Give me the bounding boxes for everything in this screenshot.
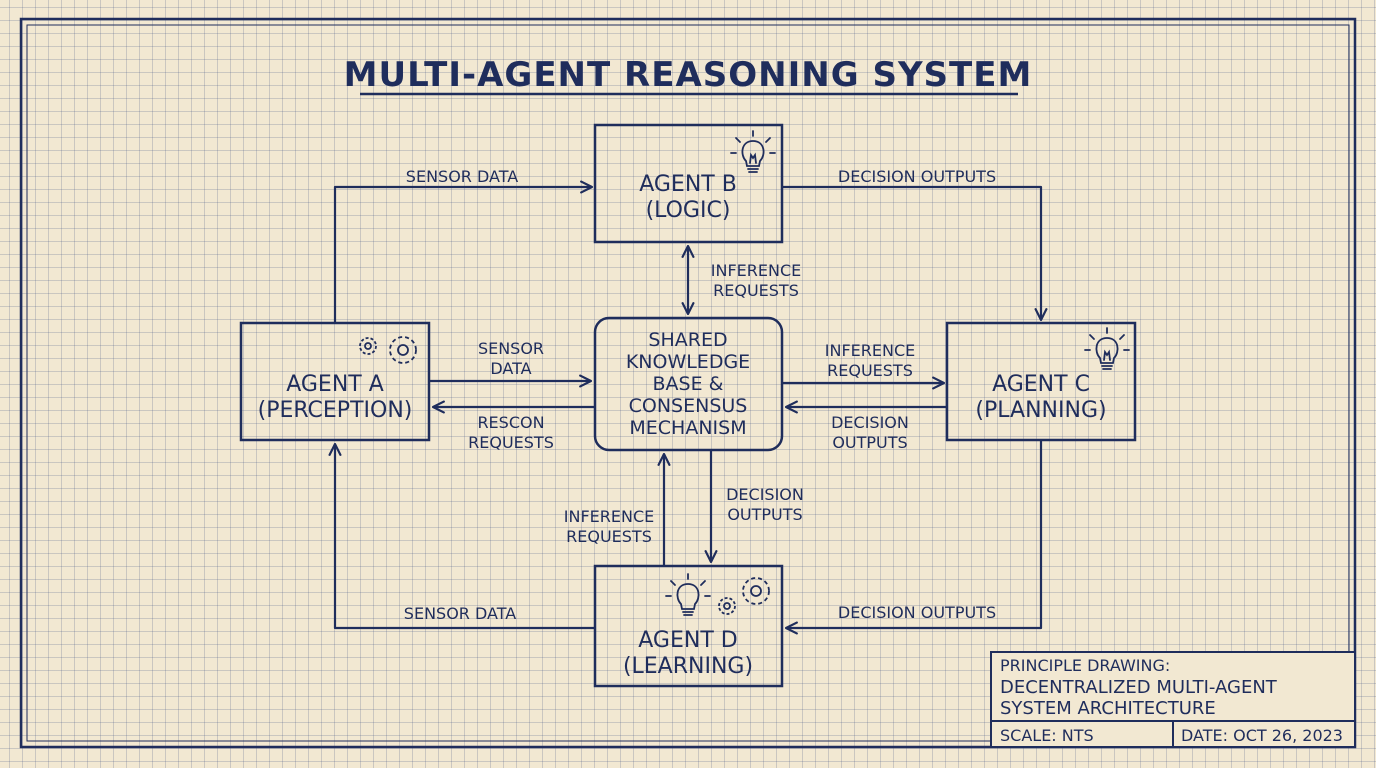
agent-a-box: AGENT A (PERCEPTION) (239, 321, 431, 442)
label-c-to-core-1: DECISION (831, 413, 909, 432)
agent-d-name: AGENT D (638, 628, 737, 653)
label-d-to-core-1: INFERENCE (564, 507, 654, 526)
agent-c-role: (PLANNING) (975, 398, 1106, 423)
edge-a-to-b (333, 180, 594, 323)
label-c-to-core-2: OUTPUTS (832, 433, 907, 452)
lightbulb-icon (665, 573, 711, 616)
title-block-scale: SCALE: NTS (1000, 726, 1094, 745)
core-line-4: CONSENSUS (629, 395, 748, 417)
gears-icon (359, 336, 417, 364)
agent-d-role: (LEARNING) (623, 654, 753, 679)
label-core-to-a-1: RESCON (477, 413, 544, 432)
edge-c-to-d (784, 440, 1043, 635)
core-line-3: BASE & (653, 373, 724, 395)
label-b-core-1: INFERENCE (711, 261, 801, 280)
title-block-date: DATE: OCT 26, 2023 (1181, 726, 1343, 745)
core-line-5: MECHANISM (629, 417, 746, 439)
label-d-to-core-2: REQUESTS (566, 527, 652, 546)
edge-d-to-a (328, 442, 595, 630)
title-block-heading: PRINCIPLE DRAWING: (1000, 656, 1170, 675)
inner-border (26, 24, 1350, 742)
label-d-to-a: SENSOR DATA (404, 604, 516, 623)
agent-b-name: AGENT B (639, 172, 737, 197)
agent-b-box: AGENT B (LOGIC) (593, 123, 784, 244)
agent-c-name: AGENT C (992, 372, 1090, 397)
label-core-to-c-2: REQUESTS (827, 361, 913, 380)
gears-icon (718, 577, 770, 615)
label-core-to-a-2: REQUESTS (468, 433, 554, 452)
edge-b-to-c (782, 185, 1048, 322)
lightbulb-icon (1084, 327, 1130, 370)
label-core-to-d-1: DECISION (726, 485, 804, 504)
agent-d-box: AGENT D (LEARNING) (593, 564, 784, 688)
core-line-2: KNOWLEDGE (626, 351, 750, 373)
agent-a-name: AGENT A (286, 372, 384, 397)
label-a-to-core-1: SENSOR (478, 339, 544, 358)
outer-border (19, 17, 1357, 749)
title-block: PRINCIPLE DRAWING: DECENTRALIZED MULTI-A… (990, 651, 1356, 748)
agent-b-role: (LOGIC) (646, 198, 731, 223)
label-core-to-c-1: INFERENCE (825, 341, 915, 360)
lightbulb-icon (730, 130, 776, 173)
label-a-to-b: SENSOR DATA (406, 167, 518, 186)
agent-a-role: (PERCEPTION) (258, 398, 413, 423)
diagram-title: MULTI-AGENT REASONING SYSTEM (344, 55, 1033, 95)
title-block-line-1: DECENTRALIZED MULTI-AGENT (1000, 677, 1278, 698)
label-core-to-d-2: OUTPUTS (727, 505, 802, 524)
label-c-to-d: DECISION OUTPUTS (838, 603, 996, 622)
agent-c-box: AGENT C (PLANNING) (945, 321, 1137, 442)
title-block-line-2: SYSTEM ARCHITECTURE (1000, 698, 1216, 719)
label-a-to-core-2: DATA (490, 359, 531, 378)
shared-knowledge-core: SHARED KNOWLEDGE BASE & CONSENSUS MECHAN… (593, 316, 784, 452)
label-b-core-2: REQUESTS (713, 281, 799, 300)
label-b-to-c: DECISION OUTPUTS (838, 167, 996, 186)
core-line-1: SHARED (648, 329, 727, 351)
